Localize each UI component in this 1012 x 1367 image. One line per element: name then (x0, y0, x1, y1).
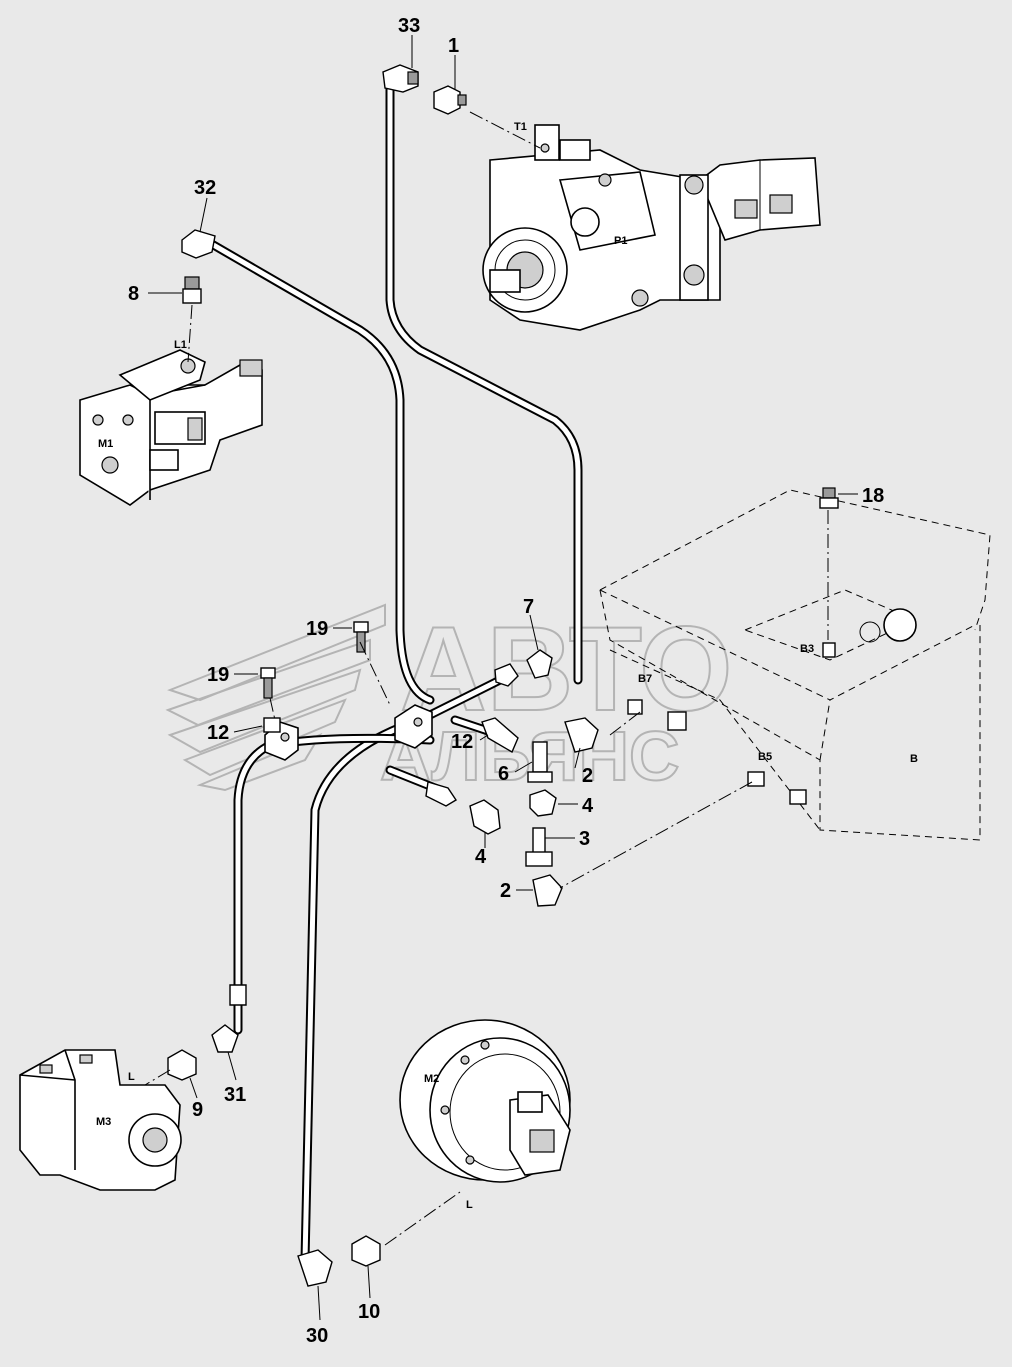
fitting-b3 (822, 642, 836, 658)
motor-m1-port-label: L1 (174, 339, 187, 351)
fitting-2a (564, 717, 599, 753)
fitting-7 (526, 649, 553, 679)
fitting-1 (433, 85, 467, 115)
tank-port-b5-label: B5 (758, 751, 772, 763)
fitting-19b (260, 667, 276, 699)
callout-3: 3 (579, 828, 590, 850)
callout-12a: 12 (207, 722, 229, 744)
motor-m1: M1 L1 (79, 339, 263, 506)
callout-10: 10 (358, 1301, 380, 1323)
callout-30: 30 (306, 1325, 328, 1347)
callout-6: 6 (498, 763, 509, 785)
fitting-hose-lower (425, 781, 457, 807)
fitting-6 (527, 741, 553, 783)
callouts: 33 1 32 8 18 7 19 19 12 12 6 2 4 3 4 2 9… (128, 15, 884, 1347)
fitting-3 (525, 827, 553, 867)
callout-8: 8 (128, 283, 139, 305)
callout-18: 18 (862, 485, 884, 507)
callout-19a: 19 (306, 618, 328, 640)
pump-p1: P1 T1 (482, 121, 821, 331)
tank-b: B B3 B5 B7 (599, 489, 991, 841)
motor-m2-port-label: L (466, 1199, 473, 1211)
fitting-10 (351, 1235, 381, 1267)
motor-m3-port-label: L (128, 1071, 135, 1083)
fitting-hose-upper (494, 663, 519, 687)
fitting-32 (181, 229, 216, 259)
motor-m2: M2 L (399, 1019, 571, 1211)
clamp-right (394, 704, 433, 749)
tank-port-b3-label: B3 (800, 643, 814, 655)
callout-33: 33 (398, 15, 420, 37)
fitting-12a (263, 717, 281, 733)
callout-7: 7 (523, 596, 534, 618)
tank-b-label: B (910, 753, 918, 765)
fitting-8 (182, 276, 202, 304)
fitting-b7 (627, 699, 643, 715)
motor-m3-label: M3 (96, 1116, 111, 1128)
hose-clamps (264, 704, 433, 761)
fitting-33 (382, 64, 419, 93)
fitting-9 (167, 1049, 197, 1081)
callout-9: 9 (192, 1099, 203, 1121)
fitting-b5 (747, 771, 765, 787)
callout-19b: 19 (207, 664, 229, 686)
fitting-2b (532, 874, 563, 907)
watermark: АВТО АЛЬЯНС (165, 601, 733, 796)
callout-32: 32 (194, 177, 216, 199)
fitting-4a (529, 789, 557, 817)
watermark-logo (165, 603, 386, 792)
callout-12b: 12 (451, 731, 473, 753)
callout-31: 31 (224, 1084, 246, 1106)
pump-port-t1-label: T1 (514, 121, 527, 133)
motor-m1-label: M1 (98, 438, 113, 450)
callout-1: 1 (448, 35, 459, 57)
fitting-4b (469, 799, 501, 835)
fitting-19a (353, 621, 369, 653)
callout-4a: 4 (582, 795, 594, 817)
callout-2a: 2 (582, 765, 593, 787)
fitting-tank-side (667, 711, 807, 805)
fitting-31 (211, 984, 247, 1053)
motor-m3: M3 L (19, 1049, 182, 1191)
pump-p1-label: P1 (614, 235, 627, 247)
fitting-30 (297, 1249, 333, 1287)
tank-port-b7-label: B7 (638, 673, 652, 685)
callout-4b: 4 (475, 846, 487, 868)
leader-lines (144, 35, 858, 1321)
callout-2b: 2 (500, 880, 511, 902)
fittings (167, 64, 839, 1287)
motor-m2-label: M2 (424, 1073, 439, 1085)
fitting-18 (819, 487, 839, 509)
